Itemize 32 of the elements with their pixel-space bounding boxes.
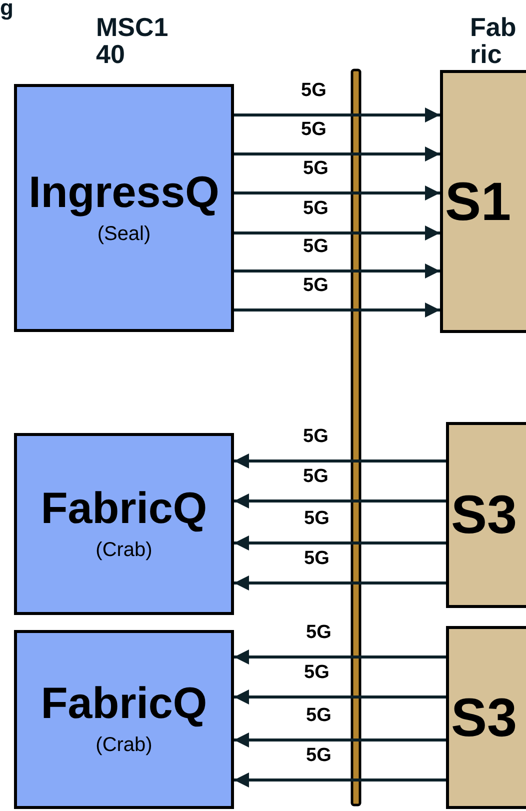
queue-block bbox=[14, 630, 234, 809]
arrow bbox=[234, 650, 446, 664]
block-title: S3 bbox=[451, 690, 518, 744]
block-title: S3 bbox=[451, 488, 518, 542]
block-subtitle: (Crab) bbox=[96, 734, 152, 757]
arrow bbox=[234, 108, 440, 122]
column-heading: MSC140 bbox=[96, 14, 170, 69]
arrow bbox=[234, 146, 440, 162]
arrow bbox=[234, 494, 446, 508]
switch-block bbox=[440, 70, 526, 333]
block-subtitle: (Seal) bbox=[97, 222, 151, 246]
queue-block bbox=[14, 433, 234, 615]
heading-fragment: g bbox=[0, 0, 14, 20]
queue-block bbox=[14, 84, 234, 332]
arrow bbox=[234, 576, 446, 590]
arrow bbox=[234, 732, 446, 748]
block-title: S1 bbox=[445, 174, 512, 228]
arrow bbox=[234, 264, 440, 278]
arrow bbox=[234, 302, 440, 318]
block-title: FabricQ bbox=[40, 486, 208, 530]
arrow bbox=[234, 690, 446, 704]
switch-block bbox=[446, 626, 526, 809]
block-title: IngressQ bbox=[28, 170, 220, 214]
arrow bbox=[234, 454, 446, 468]
arrow bbox=[234, 186, 440, 200]
arrow bbox=[234, 226, 440, 240]
arrow bbox=[234, 772, 446, 788]
column-heading: Fabric bbox=[470, 14, 518, 69]
block-title: FabricQ bbox=[40, 682, 208, 726]
block-subtitle: (Crab) bbox=[96, 538, 152, 562]
arrow bbox=[234, 536, 446, 550]
switch-block bbox=[446, 422, 526, 608]
